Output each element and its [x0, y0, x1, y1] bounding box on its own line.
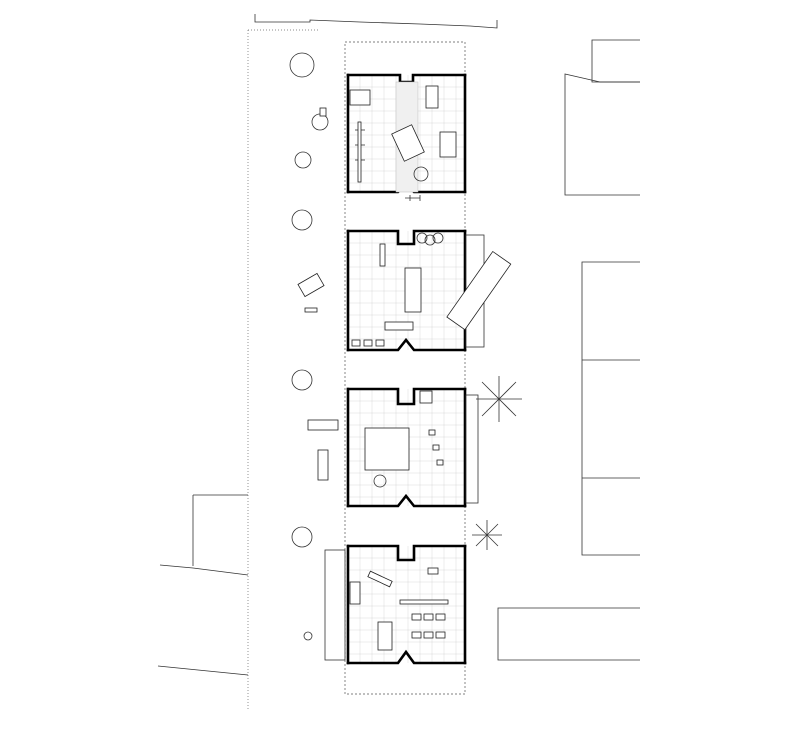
module-2-plan [346, 229, 512, 352]
module-3-exterior [291, 369, 522, 481]
module-3-plan [346, 387, 479, 508]
module-4-exterior [291, 520, 502, 661]
module-4-plan [346, 544, 467, 665]
tree-icon [476, 376, 522, 422]
site-context [157, 14, 640, 710]
shrub-icon [472, 520, 502, 550]
module-4-floor-grid [348, 546, 465, 663]
module-2-exterior [291, 209, 325, 313]
module-1-plan [346, 73, 467, 194]
module-1-exterior [289, 52, 421, 201]
